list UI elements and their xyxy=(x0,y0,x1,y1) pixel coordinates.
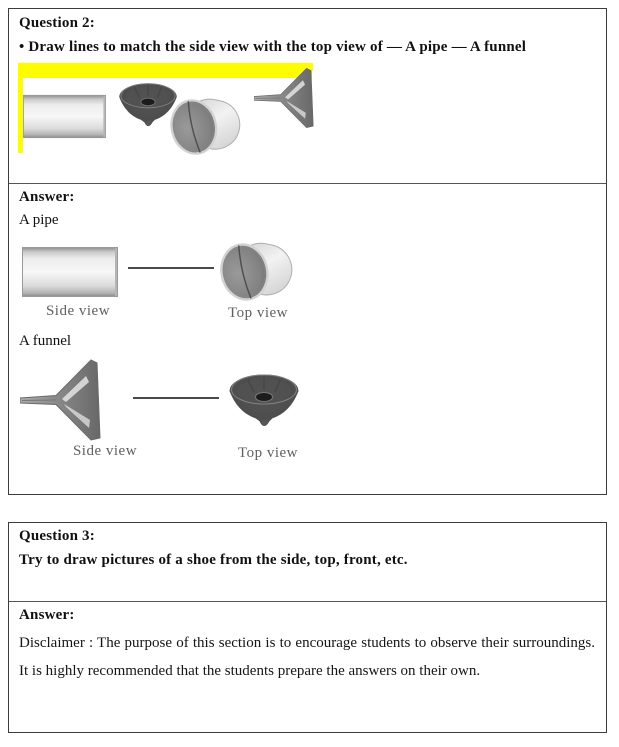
highlight-band-horizontal xyxy=(18,63,312,78)
funnel-match-line xyxy=(133,397,219,399)
funnel-top-view-label: Top view xyxy=(237,445,299,461)
funnel-side-view-drawing xyxy=(20,359,101,441)
pipe-label: A pipe xyxy=(19,212,59,228)
pipe-top-view-drawing xyxy=(220,242,293,301)
highlight-bar-vertical xyxy=(18,63,23,153)
funnel-label: A funnel xyxy=(19,333,72,349)
pipe-match-line xyxy=(128,267,214,269)
funnel-top-view-drawing xyxy=(229,374,299,426)
pipe-top-view-label: Top view xyxy=(227,305,289,321)
question3-title: Question 3: xyxy=(19,528,95,544)
funnel-top-view-drawing-q xyxy=(119,83,177,127)
question2-prompt: • Draw lines to match the side view with… xyxy=(19,39,527,55)
question2-divider xyxy=(9,183,606,184)
pipe-side-view-drawing-q xyxy=(23,94,106,139)
highlight-band-notch xyxy=(304,63,313,71)
funnel-side-view-drawing-q xyxy=(254,67,314,129)
question2-answer-label: Answer: xyxy=(19,189,75,205)
question3-answer-label: Answer: xyxy=(19,607,75,623)
pipe-side-view-label: Side view xyxy=(45,303,111,319)
question3-card: Question 3: Try to draw pictures of a sh… xyxy=(8,522,607,733)
question3-prompt: Try to draw pictures of a shoe from the … xyxy=(19,552,408,568)
funnel-side-view-label: Side view xyxy=(72,443,138,459)
question2-title: Question 2: xyxy=(19,15,95,31)
question2-card: Question 2: • Draw lines to match the si… xyxy=(8,8,607,495)
question3-answer-text: Disclaimer : The purpose of this section… xyxy=(19,635,595,679)
question3-divider xyxy=(9,601,606,602)
pipe-side-view-drawing xyxy=(22,247,118,297)
pipe-top-view-drawing-q xyxy=(170,98,241,155)
